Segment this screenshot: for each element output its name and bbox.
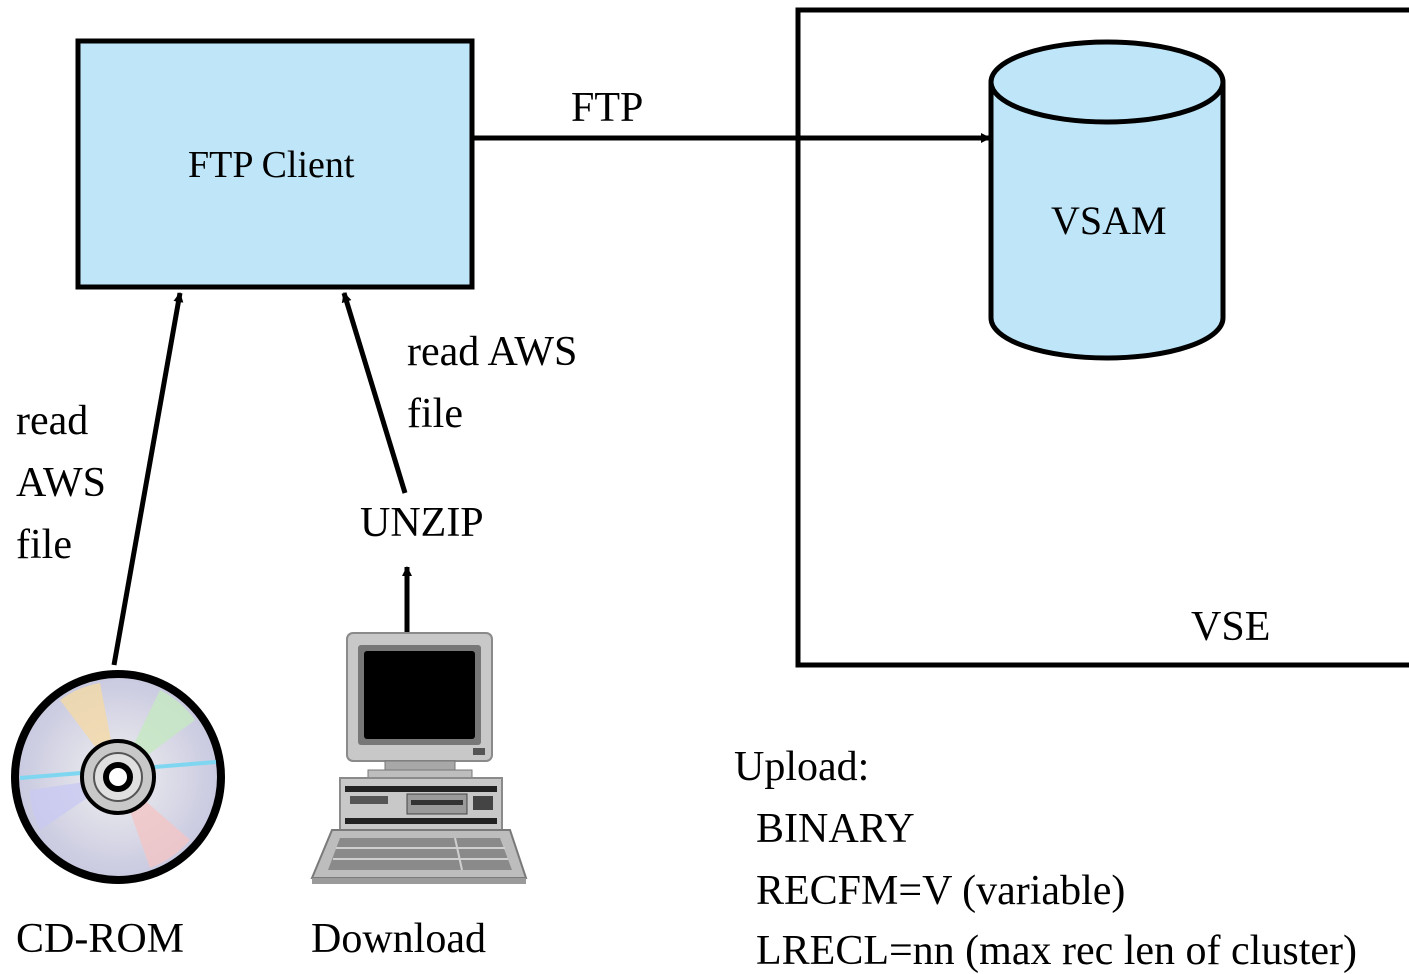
desktop-computer-icon	[310, 632, 528, 884]
ftp-client-label: FTP Client	[188, 144, 355, 186]
upload-line-binary: BINARY	[756, 806, 915, 852]
cdrom-path-line1: read	[16, 398, 89, 444]
cdrom-disc-icon	[11, 670, 225, 884]
upload-line-lrecl: LRECL=nn (max rec len of cluster)	[756, 928, 1357, 974]
vse-system-box	[795, 7, 1409, 668]
unzip-to-client-arrow	[341, 292, 408, 494]
vse-label: VSE	[1191, 604, 1271, 650]
download-path-line1: read AWS	[407, 329, 578, 375]
cdrom-path-line2: AWS	[16, 460, 106, 506]
unzip-label: UNZIP	[360, 500, 484, 546]
vsam-label: VSAM	[1051, 198, 1167, 243]
ftp-link-label: FTP	[571, 85, 644, 131]
cdrom-path-line3: file	[16, 522, 72, 568]
download-path-line2: file	[407, 391, 463, 437]
download-label: Download	[311, 916, 486, 962]
ftp-client-box	[75, 38, 475, 290]
cdrom-to-client-arrow	[111, 292, 184, 666]
upload-heading: Upload:	[734, 744, 870, 790]
upload-line-recfm: RECFM=V (variable)	[756, 868, 1126, 914]
vsam-cylinder	[988, 39, 1226, 361]
cdrom-label: CD-ROM	[16, 916, 185, 962]
